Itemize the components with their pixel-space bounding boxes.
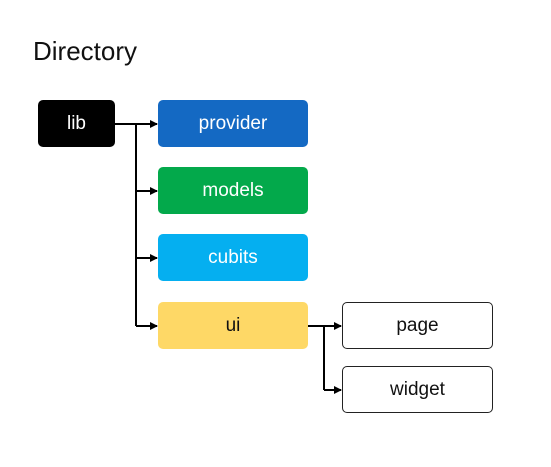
node-ui: ui <box>158 302 308 349</box>
node-page: page <box>342 302 493 349</box>
node-lib-label: lib <box>66 113 86 134</box>
node-cubits-label: cubits <box>208 247 258 268</box>
node-lib: lib <box>38 100 115 147</box>
node-models: models <box>158 167 308 214</box>
node-provider: provider <box>158 100 308 147</box>
diagram-title: Directory <box>33 36 138 66</box>
node-ui-label: ui <box>225 315 241 336</box>
node-widget: widget <box>342 366 493 413</box>
node-widget-label: widget <box>390 379 445 400</box>
node-models-label: models <box>202 180 264 201</box>
node-provider-label: provider <box>198 113 268 134</box>
node-page-label: page <box>396 315 439 336</box>
node-cubits: cubits <box>158 234 308 281</box>
